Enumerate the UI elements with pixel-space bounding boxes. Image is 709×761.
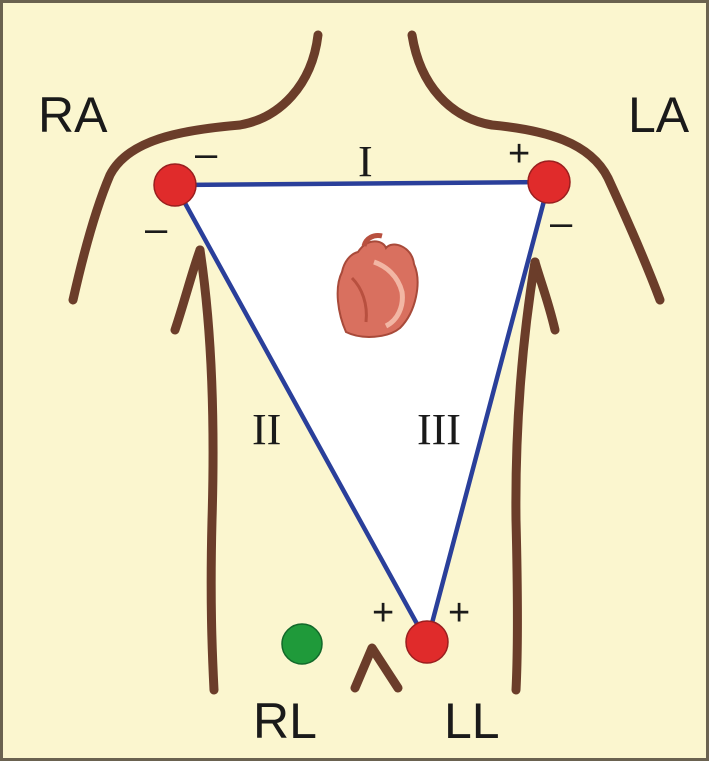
sign-la-lead-i-positive: + [508, 133, 530, 175]
sign-la-lead-iii-negative: – [550, 201, 573, 245]
torso-right-arm-inner [535, 262, 555, 330]
label-lead-ii: II [252, 405, 281, 454]
sign-ll-lead-ii-positive: + [372, 592, 394, 634]
torso-right-side [516, 262, 535, 690]
label-la: LA [628, 87, 690, 143]
torso-left-side [200, 250, 214, 690]
label-lead-iii: III [417, 405, 461, 454]
label-ll: LL [444, 693, 500, 749]
label-lead-i: I [358, 137, 373, 186]
sign-ra-lead-ii-negative: – [145, 207, 168, 251]
torso-left-arm-inner [175, 250, 200, 330]
sign-ra-lead-i-negative: – [195, 132, 218, 176]
legs-crotch [355, 648, 398, 688]
sign-ll-lead-iii-positive: + [448, 592, 470, 634]
electrode-la [528, 161, 570, 203]
label-rl: RL [253, 693, 317, 749]
electrode-ll [406, 621, 448, 663]
label-ra: RA [38, 87, 108, 143]
electrode-ra [154, 164, 196, 206]
electrode-rl [282, 624, 322, 664]
